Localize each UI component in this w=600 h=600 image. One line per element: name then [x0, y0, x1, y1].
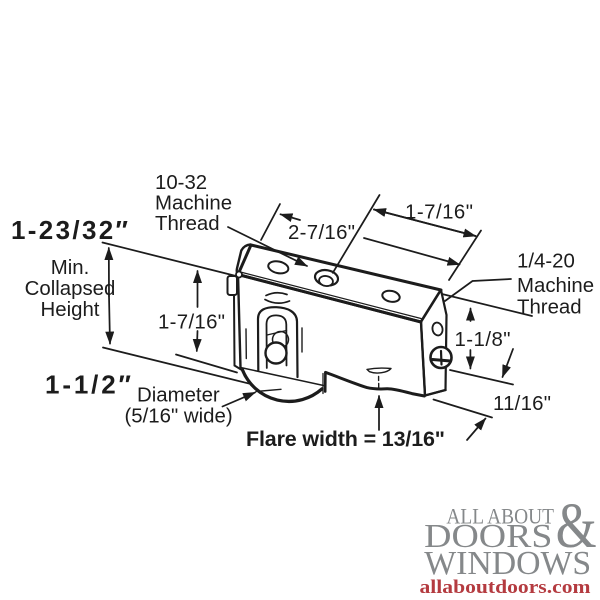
svg-text:10-32: 10-32	[155, 172, 207, 194]
svg-text:1-23/32″: 1-23/32″	[11, 215, 128, 245]
svg-text:&: &	[556, 490, 597, 562]
svg-text:1-1/8": 1-1/8"	[455, 329, 511, 351]
svg-text:Thread: Thread	[155, 213, 220, 235]
svg-text:1/4-20: 1/4-20	[517, 251, 575, 273]
svg-text:Flare width = 13/16": Flare width = 13/16"	[246, 427, 445, 451]
svg-text:DOORS: DOORS	[424, 518, 552, 555]
svg-text:Machine: Machine	[517, 275, 594, 297]
svg-text:1-1/2″: 1-1/2″	[45, 370, 131, 400]
svg-text:WINDOWS: WINDOWS	[424, 545, 591, 582]
svg-text:1-7/16": 1-7/16"	[405, 202, 473, 224]
svg-text:allaboutdoors.com: allaboutdoors.com	[420, 577, 591, 598]
svg-text:Thread: Thread	[517, 297, 582, 319]
svg-text:Height: Height	[41, 299, 100, 321]
svg-text:2-7/16": 2-7/16"	[288, 222, 355, 244]
svg-text:Min.: Min.	[51, 257, 90, 279]
svg-text:11/16": 11/16"	[493, 393, 551, 415]
svg-text:1-7/16": 1-7/16"	[158, 312, 225, 334]
svg-text:(5/16" wide): (5/16" wide)	[125, 406, 233, 428]
svg-text:Diameter: Diameter	[137, 385, 220, 407]
svg-text:Collapsed: Collapsed	[25, 278, 116, 300]
svg-text:Machine: Machine	[155, 193, 232, 215]
svg-text:ALL ABOUT: ALL ABOUT	[446, 504, 554, 529]
